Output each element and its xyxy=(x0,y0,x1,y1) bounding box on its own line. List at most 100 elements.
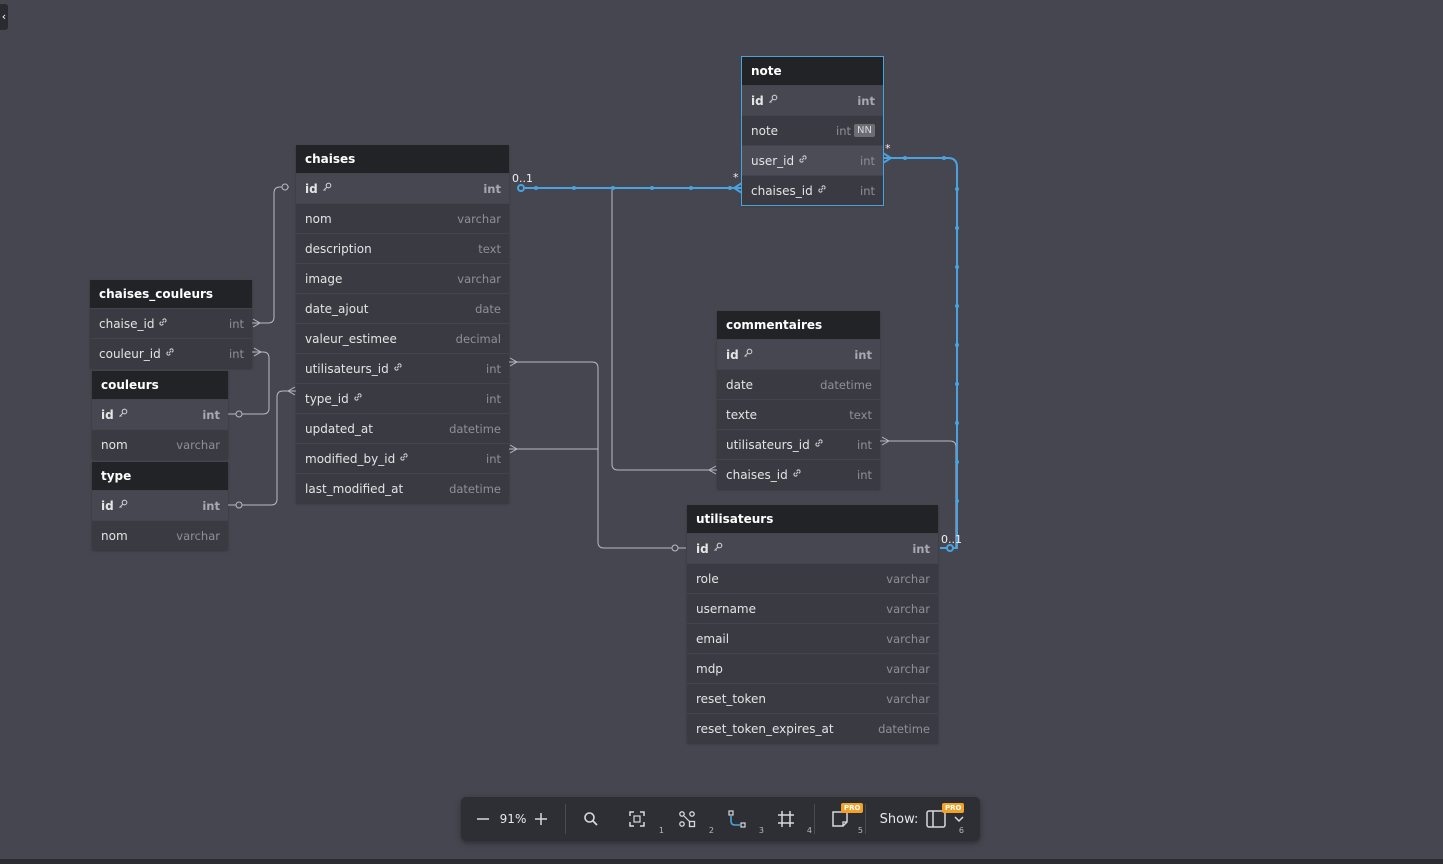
column-type: date xyxy=(475,301,501,316)
edge-chaises-note-many-marker xyxy=(732,182,743,194)
column-row-image[interactable]: image varchar xyxy=(296,263,509,293)
column-name: nom xyxy=(101,528,128,543)
table-header[interactable]: note xyxy=(742,57,883,85)
column-name: email xyxy=(696,631,730,646)
column-row-role[interactable]: role varchar xyxy=(687,563,938,593)
column-type-group: varchar xyxy=(176,438,220,452)
column-row-texte[interactable]: texte text xyxy=(717,399,880,429)
column-name-group: role xyxy=(696,572,719,586)
column-type: varchar xyxy=(886,571,930,586)
auto-layout-button[interactable]: 2 xyxy=(662,797,714,841)
column-name: chaises_id xyxy=(751,183,813,198)
show-menu-button[interactable]: Show: PRO 6 xyxy=(870,797,974,841)
foreign-key-link-icon xyxy=(814,438,824,451)
column-name-group: note xyxy=(751,124,778,138)
column-row-email[interactable]: email varchar xyxy=(687,623,938,653)
column-name: id xyxy=(305,181,318,196)
crop-area-button[interactable]: 4 xyxy=(762,797,812,841)
table-header[interactable]: chaises xyxy=(296,145,509,173)
collapse-panel-button[interactable]: ‹ xyxy=(0,4,8,30)
fit-view-button[interactable]: 1 xyxy=(612,797,664,841)
column-name-group: last_modified_at xyxy=(305,482,403,496)
column-type-group: varchar xyxy=(457,272,501,286)
toolbar-divider xyxy=(865,804,866,834)
table-header[interactable]: couleurs xyxy=(92,371,228,399)
table-header[interactable]: utilisateurs xyxy=(687,505,938,533)
column-type: int xyxy=(857,467,872,482)
column-type: int xyxy=(836,123,852,138)
pro-badge: PRO xyxy=(841,803,864,813)
column-name: id xyxy=(726,347,739,362)
table-header[interactable]: type xyxy=(92,462,228,490)
search-button[interactable] xyxy=(570,797,612,841)
column-name-group: utilisateurs_id xyxy=(305,362,403,376)
column-type-group: int xyxy=(202,499,220,513)
column-name: utilisateurs_id xyxy=(305,361,389,376)
table-header[interactable]: commentaires xyxy=(717,311,880,339)
table-header[interactable]: chaises_couleurs xyxy=(90,280,252,308)
handle-dot xyxy=(955,499,959,503)
column-name: texte xyxy=(726,407,758,422)
cardinality-chaises-note-one: 0..1 xyxy=(512,172,533,185)
column-type: varchar xyxy=(886,631,930,646)
zoom-out-button[interactable] xyxy=(461,797,505,841)
relationship-line-icon xyxy=(728,810,746,828)
column-type: int xyxy=(229,346,244,361)
column-type-group: datetime xyxy=(820,378,872,392)
column-name: description xyxy=(305,241,372,256)
not-null-badge: NN xyxy=(854,124,875,137)
column-name: image xyxy=(305,271,343,286)
handle-dot xyxy=(572,186,576,190)
column-name: chaise_id xyxy=(99,316,155,331)
handle-dot xyxy=(955,265,959,269)
edge-style-button[interactable]: 3 xyxy=(712,797,764,841)
column-type-group: text xyxy=(849,408,872,422)
zoom-level[interactable]: 91% xyxy=(500,797,527,841)
column-name-group: mdp xyxy=(696,662,723,676)
shortcut-hint: 1 xyxy=(658,826,664,835)
column-name-group: type_id xyxy=(305,392,363,406)
zoom-in-button[interactable] xyxy=(521,797,561,841)
canvas-toolbar: 91% 1 2 3 4 PRO 5 Show: PRO 6 xyxy=(461,797,980,841)
handle-dot xyxy=(942,156,946,160)
sticky-note-button[interactable]: PRO 5 xyxy=(819,797,864,841)
